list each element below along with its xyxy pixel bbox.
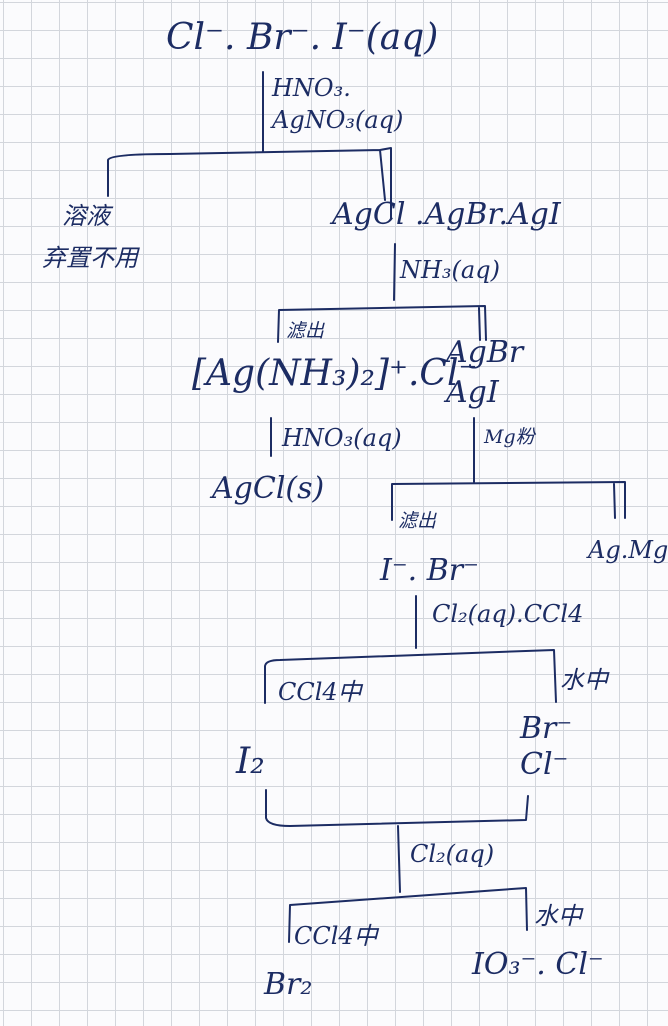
start-solution-label: Cl⁻. Br⁻. I⁻(aq) [166,17,439,58]
filtrate-solution-label: 溶液 [62,202,110,230]
ccl4-layer-label-2: CCl4中 [294,922,378,950]
connector-split-1 [107,147,392,219]
connector-merge [265,789,529,827]
chloride-ion-label: Cl⁻ [520,747,569,782]
water-layer-label-1: 水中 [560,666,608,694]
water-layer-label-2: 水中 [534,902,582,930]
silver-ammine-complex-label: [Ag(NH₃)₂]⁺.Cl⁻ [192,353,478,394]
reagent-hno3-label: HNO₃. [272,74,351,102]
reagent-agno3-label: AgNO₃(aq) [272,106,404,134]
ccl4-layer-label-1: CCl4中 [278,678,362,706]
connector-split-4 [264,649,557,704]
iodine-label: I₂ [236,741,265,782]
agcl-solid-label: AgCl(s) [212,471,325,506]
iodate-chloride-label: IO₃⁻. Cl⁻ [472,947,604,982]
bromide-ion-label: Br⁻ [520,711,573,746]
discard-label: 弃置不用 [42,244,138,272]
elute-label-1: 滤出 [286,320,325,342]
connector-split-3 [391,481,626,521]
reagent-mg-powder-label: Mg粉 [484,426,535,448]
iodide-bromide-ions-label: I⁻. Br⁻ [380,553,479,588]
connector-precip-down [393,243,396,301]
agbr-label: AgBr [446,335,524,370]
silver-halide-precipitate-label: AgCl .AgBr.AgI [332,197,561,232]
connector-split-2 [277,305,487,343]
reagent-hno3-second-label: HNO₃(aq) [282,424,402,452]
ag-mg-label: Ag.Mg [588,536,668,564]
bromine-label: Br₂ [264,967,313,1002]
connector-split-5 [288,887,528,943]
reagent-cl2-label: Cl₂(aq) [410,840,495,868]
connector-merge-down [397,825,401,893]
elute-label-2: 滤出 [398,510,437,532]
agi-label: AgI [446,375,499,410]
reagent-nh3-label: NH₃(aq) [400,256,500,284]
reagent-cl2-ccl4-label: Cl₂(aq).CCl4 [432,600,584,628]
